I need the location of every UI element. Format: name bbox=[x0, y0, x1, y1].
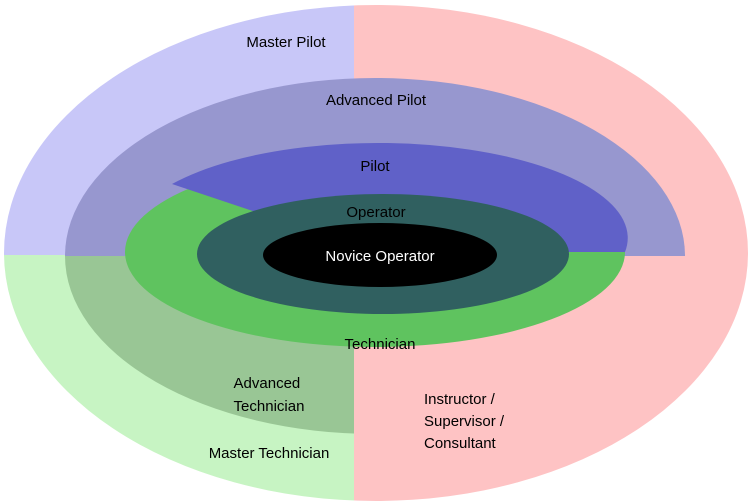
master-pilot-label: Master Pilot bbox=[246, 34, 326, 51]
technician-label: Technician bbox=[345, 336, 416, 353]
novice-operator-region bbox=[263, 223, 497, 287]
novice-operator-label: Novice Operator bbox=[325, 248, 434, 265]
operator-label: Operator bbox=[346, 204, 405, 221]
master-technician-label: Master Technician bbox=[209, 445, 330, 462]
pilot-label: Pilot bbox=[360, 158, 390, 175]
advanced-pilot-label: Advanced Pilot bbox=[326, 92, 427, 109]
advanced-technician-label: Advanced Technician bbox=[234, 375, 305, 415]
instructor-supervisor-consultant-label: Instructor / Supervisor / Consultant bbox=[424, 391, 508, 452]
